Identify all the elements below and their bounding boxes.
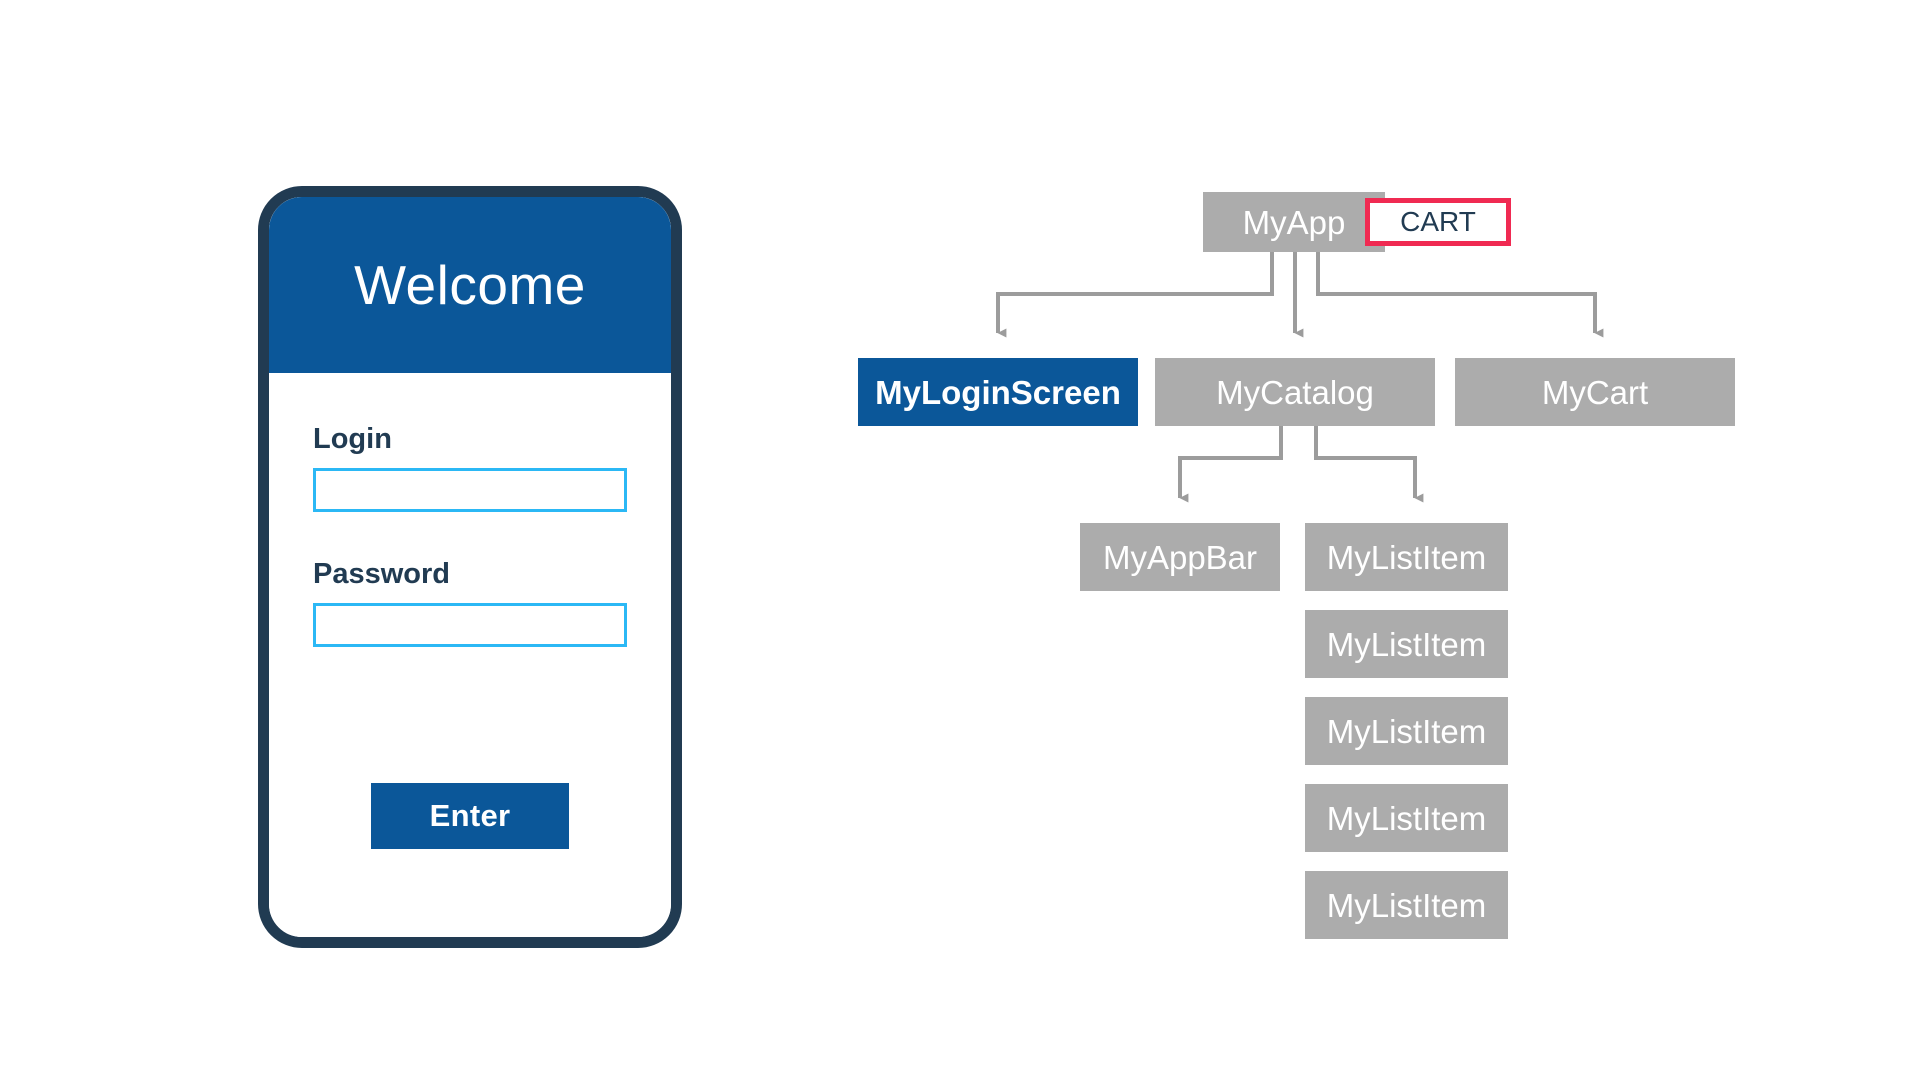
tree-node-mylistitem[interactable]: MyListItem [1305, 523, 1508, 591]
enter-button[interactable]: Enter [371, 783, 569, 849]
phone-appbar-title: Welcome [354, 253, 586, 316]
edge-root-to-login [996, 252, 1274, 338]
tree-node-mylistitem[interactable]: MyListItem [1305, 784, 1508, 852]
field-spacer [313, 512, 627, 560]
submit-row: Enter [313, 783, 627, 849]
login-input[interactable] [313, 468, 627, 512]
phone-screen: Welcome Login Password Enter [269, 197, 671, 937]
edge-catalog-to-listitem [1314, 425, 1424, 503]
edge-catalog-to-appbar [1178, 425, 1283, 503]
login-form: Login Password Enter [269, 373, 671, 937]
tree-node-mylistitem[interactable]: MyListItem [1305, 871, 1508, 939]
phone-mockup: Welcome Login Password Enter [258, 186, 682, 948]
login-field-label: Login [313, 423, 392, 455]
password-field-label: Password [313, 558, 450, 590]
tree-node-mylistitem[interactable]: MyListItem [1305, 697, 1508, 765]
tree-node-myapp[interactable]: MyApp [1203, 192, 1385, 252]
cart-callout[interactable]: CART [1365, 198, 1511, 246]
tree-node-mylistitem[interactable]: MyListItem [1305, 610, 1508, 678]
phone-appbar: Welcome [269, 197, 671, 373]
tree-node-myloginscreen[interactable]: MyLoginScreen [858, 358, 1138, 426]
tree-node-mycart[interactable]: MyCart [1455, 358, 1735, 426]
tree-node-mycatalog[interactable]: MyCatalog [1155, 358, 1435, 426]
tree-node-myappbar[interactable]: MyAppBar [1080, 523, 1280, 591]
edge-root-to-cart [1316, 252, 1604, 338]
password-input[interactable] [313, 603, 627, 647]
